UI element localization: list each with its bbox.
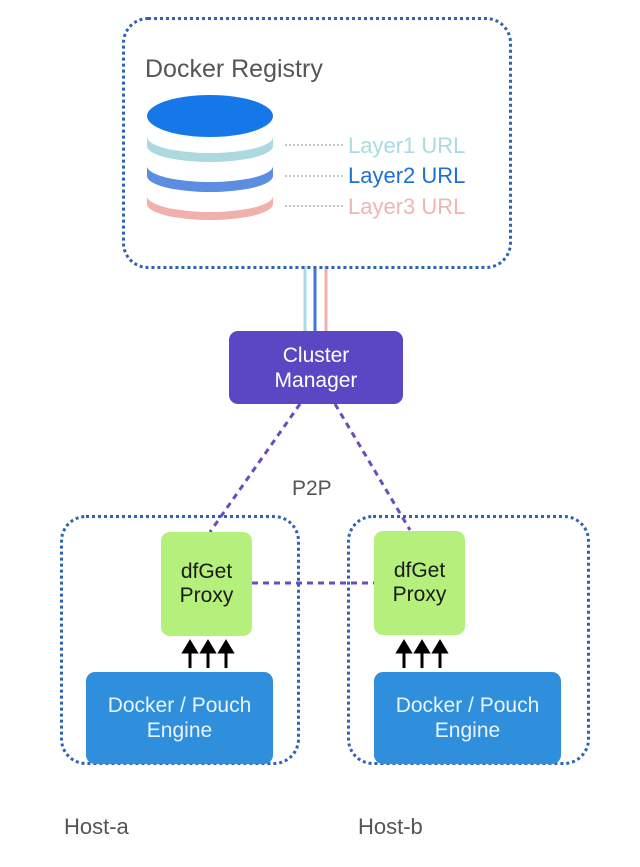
host-b-proxy-line1: dfGet: [393, 559, 446, 582]
host-a-engine-line2: Engine: [146, 719, 213, 742]
layer2-label: Layer2 URL: [348, 163, 466, 188]
layer3-label: Layer3 URL: [348, 194, 466, 219]
host-a-proxy: dfGet Proxy: [161, 532, 252, 636]
registry-title: Docker Registry: [145, 55, 323, 83]
host-b-proxy: dfGet Proxy: [374, 531, 465, 635]
host-a-proxy-line1: dfGet: [180, 560, 233, 583]
host-a-engine: Docker / Pouch Engine: [86, 672, 273, 764]
host-b-engine-line2: Engine: [434, 719, 501, 742]
host-a-engine-line1: Docker / Pouch: [107, 694, 252, 717]
host-b-engine-line1: Docker / Pouch: [395, 694, 540, 717]
host-b-proxy-line2: Proxy: [392, 583, 447, 606]
arrows-host-a: [181, 639, 235, 668]
p2p-link-host-b: [333, 403, 412, 531]
p2p-link-host-a: [208, 403, 302, 533]
registry-box: [122, 17, 512, 269]
database-icon: [147, 95, 273, 220]
host-b-label: Host-b: [358, 814, 423, 839]
cluster-manager-line1: Cluster: [282, 343, 350, 367]
cluster-manager-line2: Manager: [274, 368, 358, 392]
host-a-label: Host-a: [64, 814, 129, 839]
arrows-host-b: [395, 639, 449, 668]
p2p-label: P2P: [292, 477, 332, 500]
layer1-label: Layer1 URL: [348, 133, 466, 158]
cluster-manager-node: Cluster Manager: [229, 331, 403, 404]
host-a-proxy-line2: Proxy: [179, 584, 234, 607]
host-b-engine: Docker / Pouch Engine: [374, 672, 561, 764]
